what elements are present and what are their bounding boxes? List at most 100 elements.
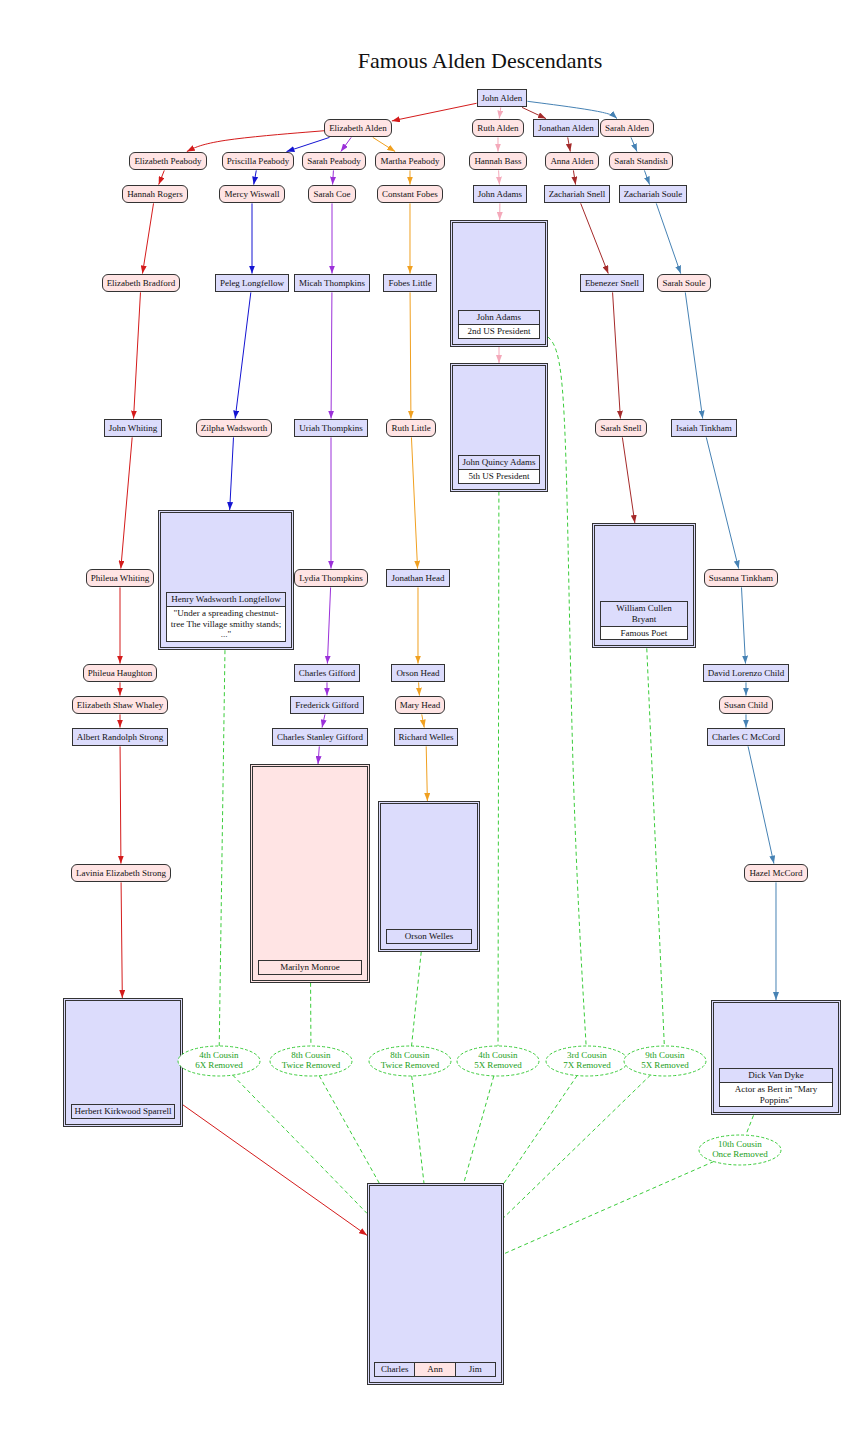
relation-label: 8th Cousin Twice Removed [280, 1051, 342, 1071]
person-box: Charles Gifford [294, 664, 361, 683]
descent-arrow [252, 203, 253, 273]
descent-arrow [120, 682, 121, 695]
person-name: Lavinia Elizabeth Strong [76, 868, 166, 879]
person-name: Zilpha Wadsworth [201, 423, 267, 434]
portrait-card: Dick Van DykeActor as Bert in "Mary Popp… [711, 1000, 841, 1115]
relation-link [319, 1076, 379, 1183]
relation-ellipse: 10th Cousin Once Removed [698, 1134, 782, 1166]
portrait-caption: Ann [414, 1362, 455, 1377]
person-name: Zachariah Soule [624, 189, 683, 200]
relation-link [219, 650, 225, 1046]
person-name: Elizabeth Alden [329, 123, 387, 134]
person-box: Isaiah Tinkham [671, 419, 737, 438]
descent-arrow [187, 131, 324, 152]
descent-arrow [409, 203, 410, 273]
descent-arrow [745, 714, 746, 727]
descent-arrow [411, 437, 417, 568]
person-box: Jonathan Head [386, 569, 449, 588]
person-name: Constant Fobes [382, 189, 438, 200]
caption-table: Henry Wadsworth Longfellow"Under a sprea… [166, 592, 286, 642]
ellipse-shape [178, 1046, 260, 1076]
descent-arrow [120, 714, 121, 727]
person-box: Lydia Thompkins [294, 569, 368, 588]
relation-label: 4th Cousin 5X Removed [473, 1051, 524, 1071]
person-box: Albert Randolph Strong [72, 728, 169, 747]
person-box: Constant Fobes [377, 185, 443, 204]
relation-link [504, 1162, 714, 1254]
descent-arrow [331, 437, 332, 568]
person-box: Micah Thompkins [294, 274, 370, 293]
portrait-caption: Henry Wadsworth Longfellow [166, 592, 286, 607]
descent-arrow [286, 137, 329, 151]
descent-arrow [373, 137, 395, 151]
portrait-caption: Jim [455, 1362, 496, 1377]
caption-table: CharlesAnnJim [375, 1362, 496, 1377]
person-box: Hazel McCord [744, 864, 807, 883]
person-box: David Lorenzo Child [703, 664, 789, 683]
person-name: Charles Gifford [299, 668, 356, 679]
descent-arrow [498, 170, 500, 184]
descent-arrow [120, 746, 122, 863]
descent-arrow [418, 682, 420, 695]
person-box: Charles C McCord [707, 728, 785, 747]
descent-arrow [318, 746, 319, 764]
relation-link [746, 1115, 754, 1135]
person-box: Elizabeth Shaw Whaley [72, 696, 168, 715]
person-name: Mary Head [400, 700, 441, 711]
descent-arrow [422, 714, 424, 727]
person-box: Phileua Whiting [86, 569, 155, 588]
descent-arrow [631, 137, 637, 151]
portrait-card: Henry Wadsworth Longfellow"Under a sprea… [158, 510, 294, 650]
descent-arrow [409, 170, 410, 184]
relation-link [504, 1076, 577, 1184]
person-name: David Lorenzo Child [708, 668, 784, 679]
descent-arrow [134, 292, 141, 418]
relation-label: 9th Cousin 5X Removed [640, 1051, 691, 1071]
person-name: Isaiah Tinkham [676, 423, 732, 434]
person-box: Elizabeth Bradford [102, 274, 181, 293]
descent-arrow [332, 203, 333, 273]
portrait-card: John Quincy Adams5th US President [450, 363, 548, 492]
portrait-caption: William Cullen Bryant [600, 601, 688, 627]
person-name: Priscilla Peabody [227, 156, 290, 167]
portrait-caption: Herbert Kirkwood Sparrell [71, 1104, 175, 1119]
person-box: Zilpha Wadsworth [196, 419, 272, 438]
person-box: Elizabeth Alden [324, 119, 392, 138]
descent-arrow [235, 292, 251, 418]
person-name: Hannah Bass [474, 156, 521, 167]
portrait-caption: John Quincy Adams [458, 455, 540, 470]
person-name: Richard Welles [399, 732, 454, 743]
person-name: Susan Child [724, 700, 768, 711]
portrait-card: Orson Welles [378, 801, 480, 952]
descent-arrow [622, 437, 634, 523]
relation-ellipse: 8th Cousin Twice Removed [368, 1045, 452, 1077]
ellipse-shape [457, 1046, 539, 1076]
portrait-card: John Adams2nd US President [450, 220, 548, 347]
person-name: Hazel McCord [749, 868, 802, 879]
relation-label: 8th Cousin Twice Removed [379, 1051, 441, 1071]
portrait-caption: Charles [374, 1362, 415, 1377]
person-name: Phileua Whiting [91, 573, 150, 584]
person-name: Elizabeth Bradford [107, 278, 176, 289]
person-name: Charles Stanley Gifford [277, 732, 363, 743]
person-box: John Adams [473, 185, 527, 204]
person-name: John Whiting [109, 423, 158, 434]
relation-ellipse: 8th Cousin Twice Removed [269, 1045, 353, 1077]
caption-table: Dick Van DykeActor as Bert in "Mary Popp… [719, 1068, 833, 1107]
relation-link [464, 1076, 494, 1183]
descent-arrow [527, 101, 617, 118]
relation-ellipse: 9th Cousin 5X Removed [623, 1045, 707, 1077]
relation-link [504, 1075, 651, 1217]
person-box: Zachariah Soule [619, 185, 688, 204]
person-box: Sarah Coe [308, 185, 355, 204]
relation-link [233, 1075, 367, 1213]
descent-arrow [644, 170, 649, 184]
person-box: Hannah Rogers [122, 185, 188, 204]
descent-arrow [392, 103, 477, 121]
person-box: Phileua Haughton [83, 664, 158, 683]
relation-label: 4th Cousin 6X Removed [194, 1051, 245, 1071]
person-name: Sarah Coe [313, 189, 350, 200]
person-box: Charles Stanley Gifford [272, 728, 368, 747]
portrait-card: Herbert Kirkwood Sparrell [63, 998, 183, 1127]
